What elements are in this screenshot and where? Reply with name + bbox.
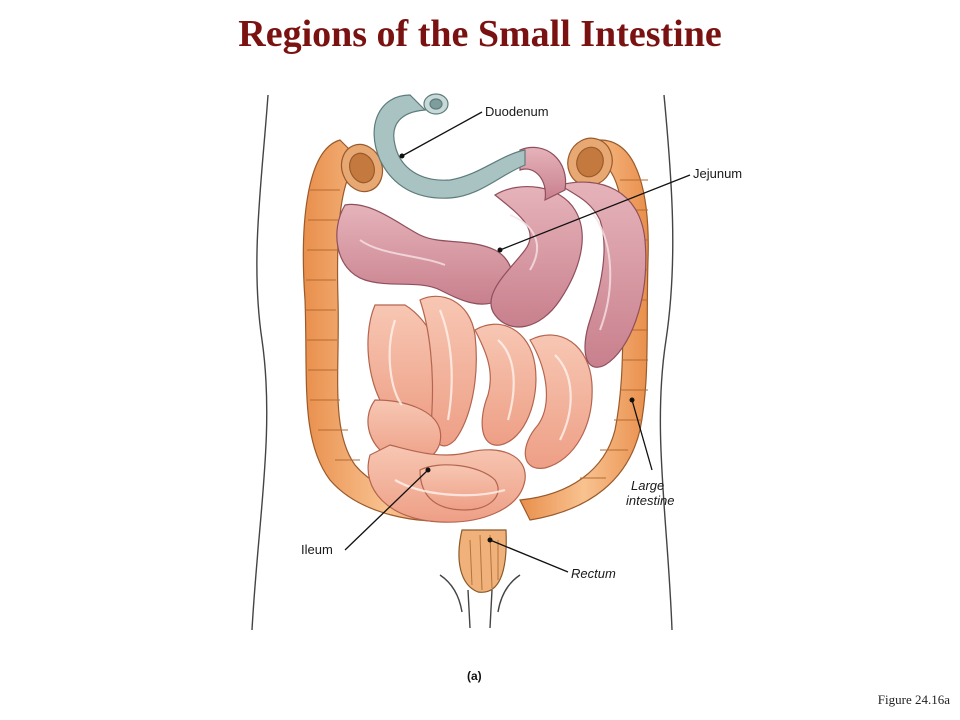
label-rectum: Rectum bbox=[571, 566, 616, 581]
large-intestine-leader bbox=[631, 399, 653, 471]
page-title: Regions of the Small Intestine bbox=[238, 13, 722, 55]
ileum bbox=[367, 295, 593, 523]
leader-lines bbox=[344, 111, 691, 573]
rectum-leader bbox=[489, 539, 569, 573]
label-ileum: Ileum bbox=[301, 542, 333, 557]
duodenum-leader bbox=[401, 111, 483, 157]
figure-caption: Figure 24.16a bbox=[877, 692, 950, 707]
ileum-leader bbox=[344, 469, 429, 551]
label-jejunum: Jejunum bbox=[693, 166, 742, 181]
label-large-intestine-line1: Large bbox=[631, 478, 664, 493]
duodenum bbox=[373, 93, 526, 199]
rectum bbox=[458, 529, 507, 593]
jejunum-leader bbox=[499, 174, 691, 251]
subfigure-label: (a) bbox=[467, 669, 482, 683]
label-duodenum: Duodenum bbox=[485, 104, 549, 119]
label-large-intestine-line2: intestine bbox=[626, 493, 674, 508]
leader-dots bbox=[399, 153, 635, 543]
body-outline bbox=[251, 94, 674, 631]
ileum-highlights bbox=[388, 309, 572, 497]
